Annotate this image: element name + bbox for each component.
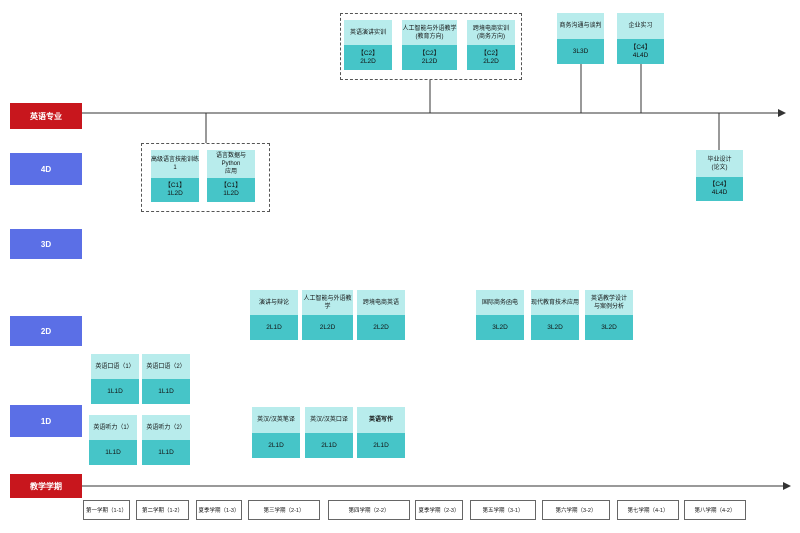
- course-name: 毕业设计: [707, 156, 732, 163]
- course-code: 1L1D: [107, 387, 123, 395]
- course-listening-2: 英语听力（2） 1L1D: [142, 415, 190, 465]
- course-code: 2L2D: [360, 57, 376, 65]
- course-name: 英语口语（1）: [95, 363, 135, 370]
- course-name: 国际商务函电: [481, 299, 518, 306]
- course-category: 【C2】: [418, 49, 441, 57]
- course-name: 英语写作: [368, 417, 393, 423]
- course-teaching-design: 英语教学设计 与案例分析 3L2D: [585, 290, 633, 340]
- term-7: 第五学期（3-1）: [470, 500, 536, 520]
- course-thesis: 毕业设计 (论文) 【C4】 4L4D: [696, 150, 743, 201]
- course-internship: 企业实习 【C4】 4L4D: [617, 13, 664, 64]
- course-name: 跨境电商实训: [472, 25, 509, 32]
- course-ai-teaching: 人工智能与外语教学 2L2D: [302, 290, 353, 340]
- course-code: 2L1D: [321, 441, 337, 449]
- course-code: 2L2D: [319, 323, 336, 331]
- course-name: 英汉/汉英口译: [310, 417, 348, 423]
- course-intl-business-corr: 国际商务函电 3L2D: [476, 290, 524, 340]
- advanced-group-box: [141, 143, 270, 212]
- course-ecommerce-practice: 跨境电商实训 (商务方向) 【C2】 2L2D: [467, 20, 515, 70]
- term-6: 夏季学期（2-3）: [415, 500, 463, 520]
- course-code: 3L2D: [601, 323, 617, 331]
- course-code: 2L2D: [373, 323, 389, 331]
- major-label: 英语专业: [10, 103, 82, 129]
- course-business-communication: 商务沟通与谈判 3L3D: [557, 13, 604, 64]
- course-code: 2L1D: [373, 441, 389, 449]
- course-code: 1L1D: [105, 448, 121, 456]
- course-code: 1L2D: [223, 190, 239, 197]
- course-ai-practice: 人工智能与外语教学 (教育方向) 【C2】 2L2D: [402, 20, 457, 70]
- course-speech-debate: 演讲与辩论 2L1D: [250, 290, 298, 340]
- course-oral-1: 英语口语（1） 1L1D: [91, 354, 139, 404]
- course-listening-1: 英语听力（1） 1L1D: [89, 415, 137, 465]
- term-2: 第二学期（1-2）: [136, 500, 189, 520]
- course-category: 【C1】: [164, 182, 186, 189]
- course-subtitle: 与案例分析: [593, 303, 624, 310]
- course-name: 现代教育技术应用: [531, 299, 580, 306]
- term-5: 第四学期（2-2）: [328, 500, 410, 520]
- course-python: 语言数据与Python 应用 【C1】 1L2D: [207, 150, 255, 202]
- course-advanced-skills: 高级语言技能训练1 【C1】 1L2D: [151, 150, 199, 202]
- course-code: 4L4D: [711, 189, 728, 196]
- course-code: 2L2D: [483, 57, 499, 65]
- level-3d: 3D: [10, 229, 82, 259]
- course-subtitle: (论文): [711, 164, 728, 171]
- course-subtitle: 应用: [224, 169, 237, 175]
- term-4: 第三学期（2-1）: [248, 500, 320, 520]
- course-code: 3L2D: [547, 323, 563, 331]
- course-category: 【C2】: [357, 49, 379, 57]
- course-name: 英语听力（1）: [93, 424, 133, 431]
- course-code: 2L2D: [421, 57, 438, 65]
- term-9: 第七学期（4-1）: [617, 500, 679, 520]
- course-name: 演讲与辩论: [258, 299, 289, 306]
- course-code: 1L1D: [158, 448, 174, 456]
- term-10: 第八学期（4-2）: [684, 500, 746, 520]
- course-name: 语言数据与Python: [215, 153, 246, 167]
- course-name: 人工智能与外语教学: [402, 25, 457, 32]
- term-1: 第一学期（1-1）: [83, 500, 130, 520]
- course-oral-2: 英语口语（2） 1L1D: [142, 354, 190, 404]
- course-edtech: 现代教育技术应用 3L2D: [531, 290, 579, 340]
- course-code: 3L2D: [492, 323, 508, 331]
- course-category: 【C4】: [708, 181, 731, 188]
- course-subtitle: (商务方向): [477, 33, 505, 40]
- course-name: 商务沟通与谈判: [559, 23, 602, 29]
- course-subtitle: (教育方向): [415, 33, 444, 40]
- term-axis-label: 教学学期: [10, 474, 82, 498]
- course-category: 【C1】: [220, 182, 242, 189]
- course-name: 英语口语（2）: [146, 363, 186, 370]
- course-name: 英语演讲实训: [349, 29, 386, 36]
- course-name: 英语听力（2）: [146, 424, 186, 431]
- term-3: 夏季学期（1-3）: [196, 500, 242, 520]
- level-4d: 4D: [10, 153, 82, 185]
- course-name: 人工智能与外语教学: [303, 295, 352, 310]
- course-code: 2L1D: [266, 323, 282, 331]
- course-code: 1L2D: [167, 190, 183, 197]
- course-name: 英语教学设计: [590, 295, 627, 302]
- course-ecommerce-english: 跨境电商英语 2L2D: [357, 290, 405, 340]
- course-category: 【C4】: [629, 43, 652, 51]
- course-code: 3L3D: [572, 47, 589, 55]
- practice-group-box: [340, 13, 522, 80]
- course-writing: 英语写作 2L1D: [357, 407, 405, 458]
- course-translation-oral: 英汉/汉英口译 2L1D: [305, 407, 353, 458]
- course-speech-training: 英语演讲实训 【C2】 2L2D: [344, 20, 392, 70]
- course-code: 1L1D: [158, 387, 174, 395]
- course-name: 英汉/汉英笔译: [257, 417, 295, 423]
- course-code: 4L4D: [632, 51, 649, 59]
- course-name: 高级语言技能训练1: [151, 157, 200, 171]
- term-8: 第六学期（3-2）: [542, 500, 610, 520]
- course-name: 企业实习: [628, 23, 653, 29]
- level-2d: 2D: [10, 316, 82, 346]
- course-translation-written: 英汉/汉英笔译 2L1D: [252, 407, 300, 458]
- course-name: 跨境电商英语: [362, 299, 399, 306]
- course-category: 【C2】: [480, 49, 502, 57]
- level-1d: 1D: [10, 405, 82, 437]
- course-code: 2L1D: [268, 441, 284, 449]
